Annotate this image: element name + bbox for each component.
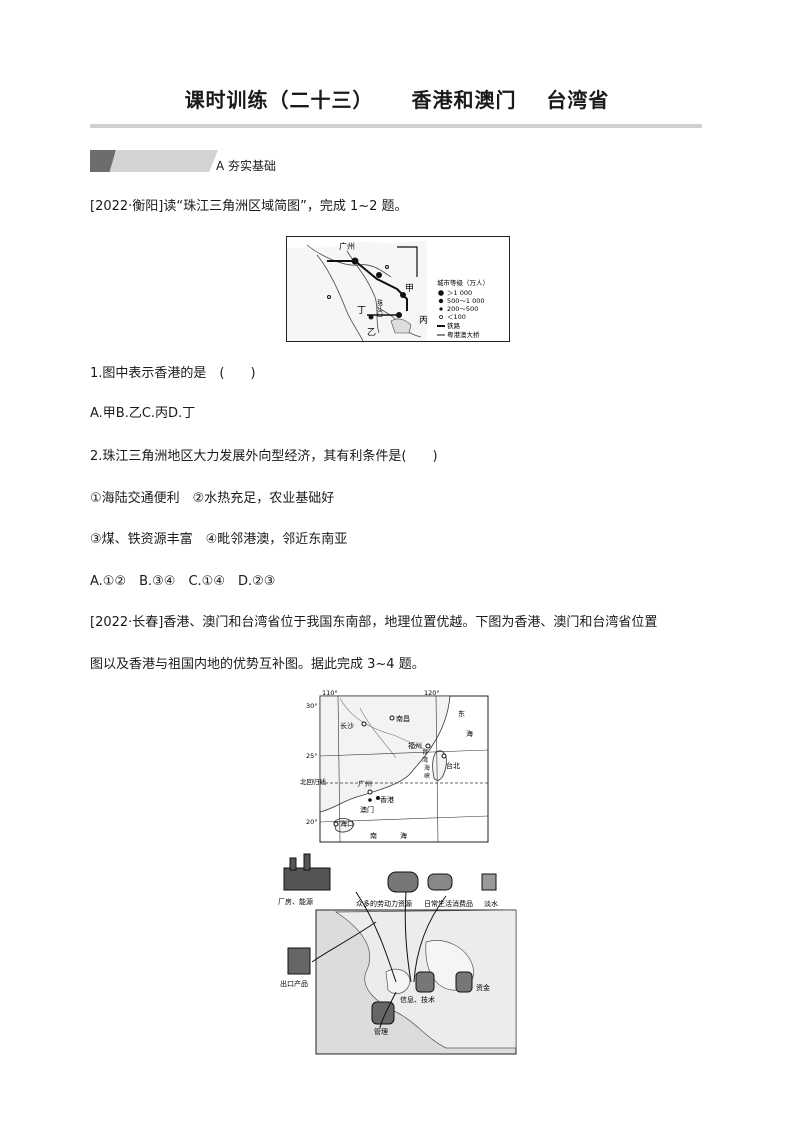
pearl-river-delta-map: 广州 甲 乙 丙 丁 珠江口 城市等级（万人） ＞1 000 500～1 000… xyxy=(286,236,510,342)
complementary-advantages-figure: 厂房、能源 众多的劳动力资源 日常生活消费品 淡水 出口产品 资金 信息、技术 … xyxy=(276,852,526,1056)
lat-label-30: 30° xyxy=(306,702,318,710)
title-sub-2: 台湾省 xyxy=(546,88,610,112)
label-bing: 丙 xyxy=(419,315,428,326)
label-consumer-goods: 日常生活消费品 xyxy=(424,899,473,908)
question-2-options: A.①② B.③④ C.①④ D.②③ xyxy=(90,574,276,589)
label-yi: 乙 xyxy=(367,327,376,338)
legend-item-3: 200～500 xyxy=(447,305,478,313)
section-label: A 夯实基础 xyxy=(216,159,277,173)
question-1: 1.图中表示香港的是 ( ) xyxy=(90,366,256,381)
label-capital: 资金 xyxy=(476,983,490,992)
page-title: 课时训练（二十三） 香港和澳门 台湾省 xyxy=(0,84,794,113)
city-changsha: 长沙 xyxy=(340,721,354,730)
location-map-svg: 110° 120° 30° 25° 20° 北回归线 长沙 南昌 福州 台北 广… xyxy=(300,689,489,843)
legend-item-2: 500～1 000 xyxy=(447,297,485,305)
strait-wan: 湾 xyxy=(422,756,428,764)
sea-dong-hai: 海 xyxy=(466,729,473,738)
question-2-statement-2: ③煤、铁资源丰富 ④毗邻港澳，邻近东南亚 xyxy=(90,532,348,547)
city-taibei: 台北 xyxy=(446,761,460,770)
title-sub-1: 香港和澳门 xyxy=(411,88,517,112)
strait-tai: 台 xyxy=(422,748,428,756)
label-factory-energy: 厂房、能源 xyxy=(278,897,313,906)
intro-question-3-line-2: 图以及香港与祖国内地的优势互补图。据此完成 3~4 题。 xyxy=(90,657,425,672)
lat-label-25: 25° xyxy=(306,752,318,760)
pearl-river-delta-svg: 广州 甲 乙 丙 丁 珠江口 城市等级（万人） ＞1 000 500～1 000… xyxy=(287,237,509,341)
label-info-tech: 信息、技术 xyxy=(400,995,435,1004)
sea-dong: 东 xyxy=(458,709,465,718)
legend-bridge: 粤港澳大桥 xyxy=(447,330,480,339)
label-fresh-water: 淡水 xyxy=(484,899,498,908)
label-labor: 众多的劳动力资源 xyxy=(356,899,412,908)
legend-item-1: ＞1 000 xyxy=(447,289,472,297)
question-2-statement-1: ①海陆交通便利 ②水热充足，农业基础好 xyxy=(90,491,335,506)
city-guangzhou: 广州 xyxy=(358,779,372,788)
sea-nan: 南 xyxy=(370,831,377,840)
legend-item-4: ＜100 xyxy=(447,313,466,321)
city-nanchang: 南昌 xyxy=(396,714,410,723)
question-1-options: A.甲B.乙C.丙D.丁 xyxy=(90,406,196,421)
lon-label-110: 110° xyxy=(322,689,338,697)
label-management: 管理 xyxy=(374,1027,388,1036)
legend-title: 城市等级（万人） xyxy=(437,278,489,287)
city-haikou: 海口 xyxy=(340,819,354,828)
location-map-wrapper: 110° 120° 30° 25° 20° 北回归线 长沙 南昌 福州 台北 广… xyxy=(300,688,492,844)
lon-label-120: 120° xyxy=(424,689,440,697)
question-2: 2.珠江三角洲地区大力发展外向型经济，其有利条件是( ) xyxy=(90,449,438,464)
city-fuzhou: 福州 xyxy=(408,741,422,750)
label-ding: 丁 xyxy=(357,306,366,316)
lat-label-20: 20° xyxy=(306,818,318,826)
sea-nan-hai: 海 xyxy=(400,831,407,840)
strait-xia: 峡 xyxy=(424,772,430,780)
strait-hai: 海 xyxy=(424,764,430,772)
label-jia: 甲 xyxy=(405,283,414,294)
intro-question-1: [2022·衡阳]读“珠江三角洲区域简图”，完成 1~2 题。 xyxy=(90,199,408,214)
legend-railway: 铁路 xyxy=(447,321,461,330)
map1-legend: 城市等级（万人） ＞1 000 500～1 000 200～500 ＜100 铁… xyxy=(435,277,509,341)
city-xianggang: 香港 xyxy=(380,795,394,804)
intro-question-3-line-1: [2022·长春]香港、澳门和台湾省位于我国东南部，地理位置优越。下图为香港、澳… xyxy=(90,615,658,630)
tropic-label: 北回归线 xyxy=(300,777,327,786)
label-river: 珠江口 xyxy=(376,298,383,318)
label-guangzhou: 广州 xyxy=(339,241,355,251)
section-banner xyxy=(90,150,220,172)
title-divider xyxy=(90,124,702,128)
city-aomen: 澳门 xyxy=(360,805,374,814)
label-export-products: 出口产品 xyxy=(280,979,308,988)
title-main: 课时训练（二十三） xyxy=(184,88,374,112)
complementary-advantages-svg: 厂房、能源 众多的劳动力资源 日常生活消费品 淡水 出口产品 资金 信息、技术 … xyxy=(278,853,517,1055)
